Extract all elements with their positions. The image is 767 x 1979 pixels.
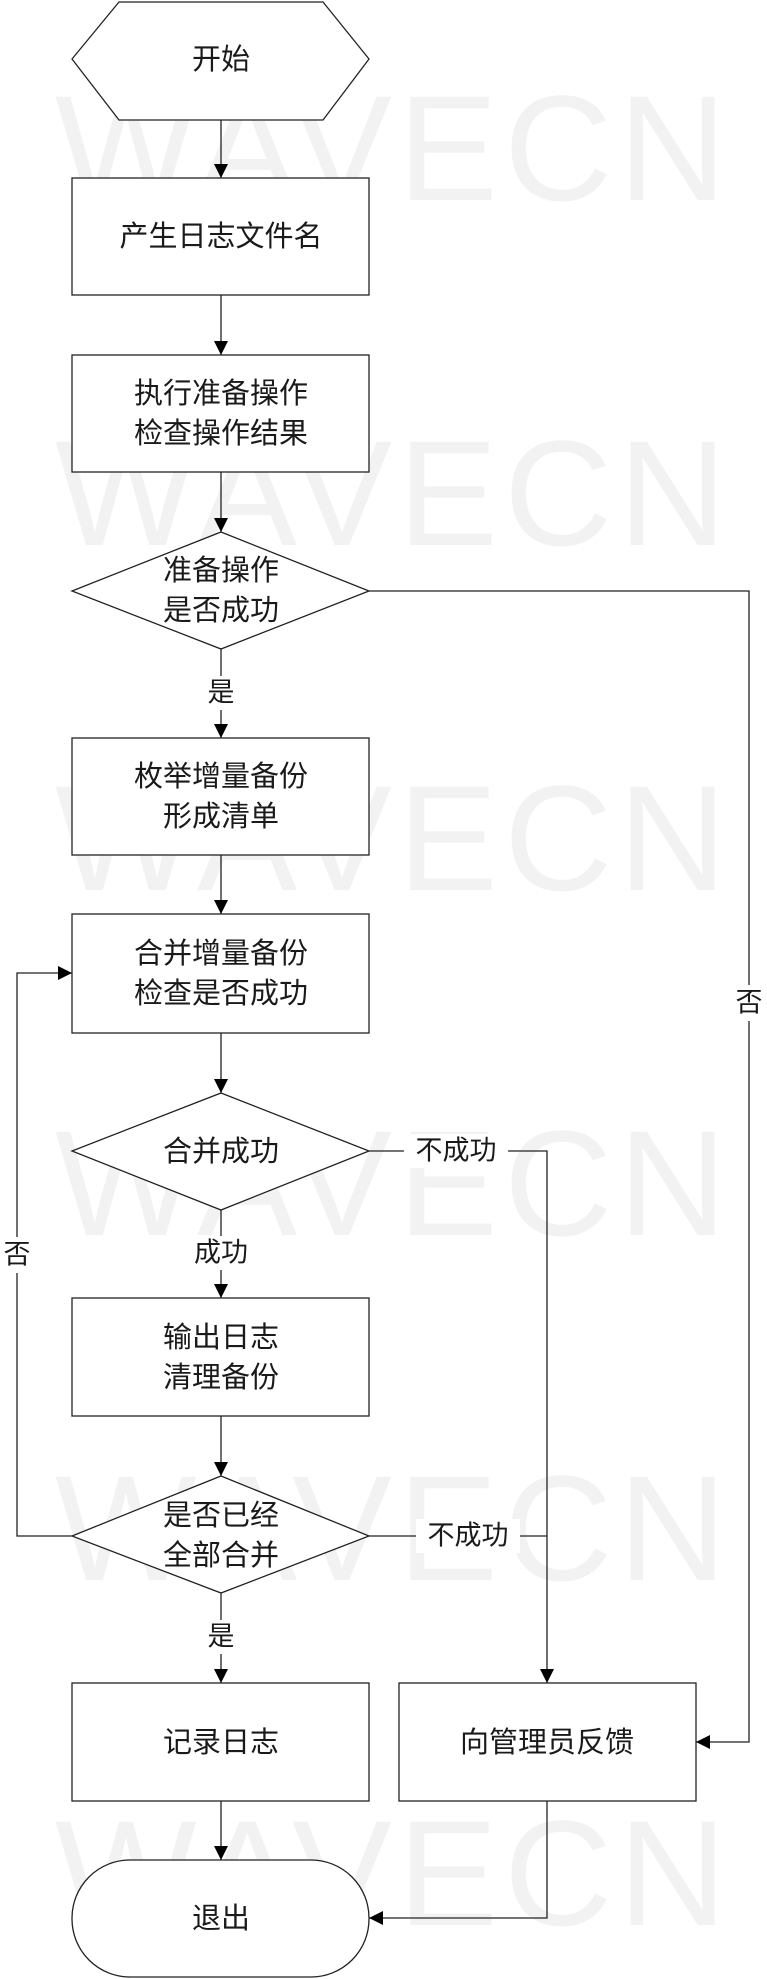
enumerate-box bbox=[71, 737, 370, 856]
prep-ok-label-line1: 准备操作 bbox=[163, 553, 279, 587]
exit-label: 退出 bbox=[192, 1901, 250, 1935]
merge-label-line1: 合并增量备份 bbox=[134, 936, 308, 970]
gen-log-name-box bbox=[71, 177, 370, 296]
all-merged-label-line1: 是否已经 bbox=[163, 1498, 279, 1532]
start-label: 开始 bbox=[192, 42, 250, 76]
edge-label-all-merged-yes: 是 bbox=[208, 1622, 235, 1653]
notify-admin-label: 向管理员反馈 bbox=[460, 1725, 634, 1759]
all-merged-diamond bbox=[70, 1475, 371, 1594]
node-preparation: 执行准备操作 检查操作结果 bbox=[71, 354, 370, 473]
preparation-box bbox=[71, 354, 370, 473]
edge-label-prep-no: 否 bbox=[736, 988, 763, 1019]
node-record-log: 记录日志 bbox=[71, 1682, 370, 1802]
merge-box bbox=[71, 913, 370, 1034]
output-log-label-line2: 清理备份 bbox=[163, 1360, 279, 1394]
edge-label-bg bbox=[204, 676, 238, 710]
arrow-decision-no-to-admin bbox=[369, 590, 750, 1749]
merge-label-line2: 检查是否成功 bbox=[134, 976, 308, 1010]
edge-label-prep-yes: 是 bbox=[208, 678, 235, 709]
output-log-label-line1: 输出日志 bbox=[163, 1320, 279, 1354]
edge-label-merge-success: 成功 bbox=[194, 1238, 248, 1269]
enumerate-label-line2: 形成清单 bbox=[163, 799, 279, 833]
all-merged-label-line2: 全部合并 bbox=[163, 1538, 279, 1572]
arrow-admin-to-exit bbox=[369, 1801, 548, 1925]
edge-label-bg bbox=[732, 985, 766, 1021]
start-hexagon bbox=[71, 1, 370, 121]
node-output-log: 输出日志 清理备份 bbox=[71, 1297, 370, 1417]
prep-ok-label-line2: 是否成功 bbox=[163, 593, 279, 627]
exit-terminal bbox=[71, 1859, 370, 1978]
node-merge: 合并增量备份 检查是否成功 bbox=[71, 913, 370, 1034]
node-start: 开始 bbox=[71, 1, 370, 121]
node-exit: 退出 bbox=[71, 1859, 370, 1978]
edge-label-bg bbox=[0, 1237, 34, 1273]
node-all-merged-decision: 是否已经 全部合并 bbox=[70, 1475, 371, 1594]
notify-admin-box bbox=[398, 1682, 697, 1802]
record-log-label: 记录日志 bbox=[163, 1725, 279, 1759]
edge-label-bg bbox=[416, 1519, 520, 1553]
node-enumerate: 枚举增量备份 形成清单 bbox=[71, 737, 370, 856]
record-log-box bbox=[71, 1682, 370, 1802]
preparation-label-line1: 执行准备操作 bbox=[134, 376, 308, 410]
node-prep-ok-decision: 准备操作 是否成功 bbox=[70, 531, 371, 650]
node-gen-log-name: 产生日志文件名 bbox=[71, 177, 370, 296]
merge-ok-diamond bbox=[70, 1092, 371, 1211]
output-log-box bbox=[71, 1297, 370, 1417]
edge-label-merge-fail: 不成功 bbox=[416, 1136, 497, 1167]
edge-label-all-merged-fail: 不成功 bbox=[428, 1521, 509, 1552]
prep-ok-diamond bbox=[70, 531, 371, 650]
node-notify-admin: 向管理员反馈 bbox=[398, 1682, 697, 1802]
merge-ok-label: 合并成功 bbox=[163, 1134, 279, 1168]
edge-label-bg bbox=[404, 1134, 508, 1168]
edge-label-bg bbox=[204, 1620, 238, 1654]
edge-label-loop-no: 否 bbox=[4, 1240, 31, 1271]
enumerate-label-line1: 枚举增量备份 bbox=[134, 759, 308, 793]
edge-label-bg bbox=[186, 1236, 256, 1270]
preparation-label-line2: 检查操作结果 bbox=[134, 416, 308, 450]
edge-labels: 是 否 成功 不成功 是 不成功 否 bbox=[0, 676, 766, 1654]
gen-log-name-label: 产生日志文件名 bbox=[119, 219, 322, 253]
node-merge-ok-decision: 合并成功 bbox=[70, 1092, 371, 1211]
